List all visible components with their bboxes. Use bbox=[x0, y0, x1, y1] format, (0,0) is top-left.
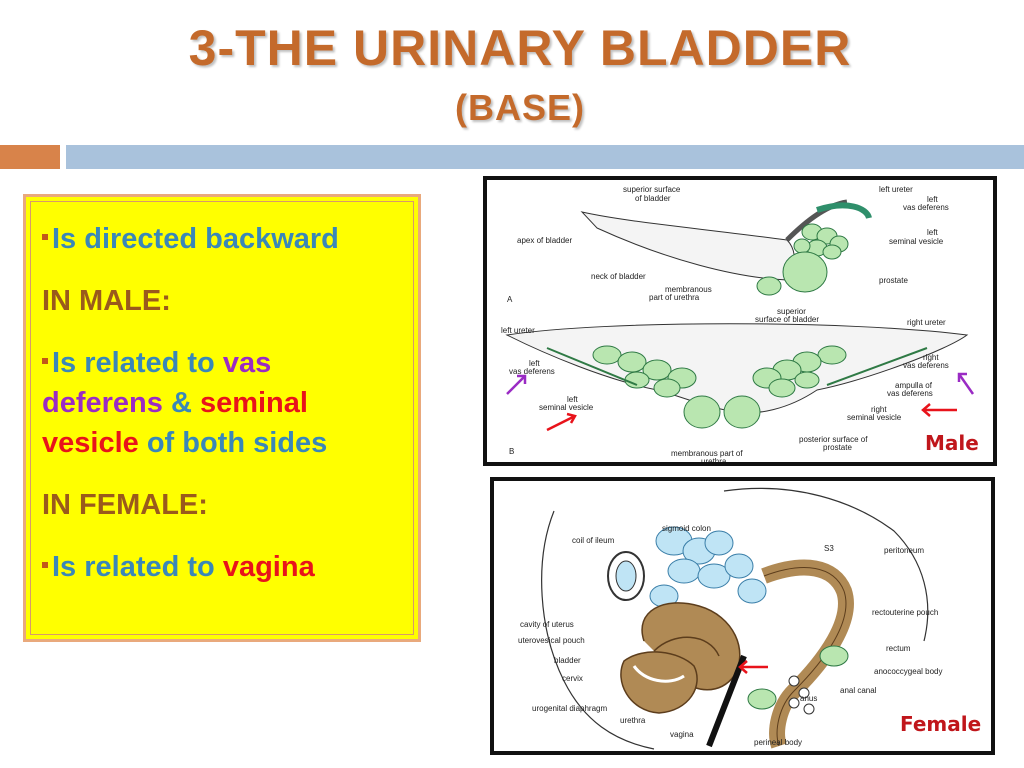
svg-text:coil of ileum: coil of ileum bbox=[572, 536, 615, 545]
svg-text:right: right bbox=[871, 405, 887, 414]
svg-text:superior: superior bbox=[777, 307, 806, 316]
bullet-icon bbox=[42, 358, 48, 365]
svg-text:S3: S3 bbox=[824, 544, 834, 553]
female-pelvis-figure: sigmoid colon coil of ileum S3 peritoneu… bbox=[490, 477, 995, 755]
svg-text:vas deferens: vas deferens bbox=[887, 389, 933, 398]
svg-text:uterovesical pouch: uterovesical pouch bbox=[518, 636, 585, 645]
svg-text:right: right bbox=[923, 353, 939, 362]
heading-in-male: IN MALE: bbox=[42, 285, 171, 317]
male-bladder-figure: superior surface of bladder left ureter … bbox=[483, 176, 997, 466]
svg-text:left: left bbox=[927, 228, 938, 237]
svg-text:urogenital diaphragm: urogenital diaphragm bbox=[532, 704, 607, 713]
red-arrow-vagina-icon bbox=[738, 660, 768, 674]
svg-text:rectouterine pouch: rectouterine pouch bbox=[872, 608, 938, 617]
svg-text:anus: anus bbox=[800, 694, 817, 703]
svg-text:prostate: prostate bbox=[879, 276, 908, 285]
accent-bar-blue bbox=[66, 145, 1024, 169]
red-arrow-right-icon bbox=[921, 403, 957, 417]
svg-text:cavity of uterus: cavity of uterus bbox=[520, 620, 574, 629]
female-diagram: sigmoid colon coil of ileum S3 peritoneu… bbox=[518, 487, 981, 750]
svg-text:part of urethra: part of urethra bbox=[649, 293, 700, 302]
svg-text:ampulla of: ampulla of bbox=[895, 381, 933, 390]
term-deferens: deferens bbox=[42, 387, 163, 419]
svg-text:seminal vesicle: seminal vesicle bbox=[539, 403, 594, 412]
svg-text:left: left bbox=[567, 395, 578, 404]
svg-text:surface of bladder: surface of bladder bbox=[755, 315, 819, 324]
bullet-icon bbox=[42, 234, 48, 241]
red-arrow-left-icon bbox=[546, 412, 577, 432]
svg-text:bladder: bladder bbox=[554, 656, 581, 665]
svg-text:of bladder: of bladder bbox=[635, 194, 671, 203]
female-caption: Female bbox=[900, 712, 981, 736]
lbl-superior-surface: superior surface bbox=[623, 185, 681, 194]
term-vagina: vagina bbox=[222, 551, 315, 583]
accent-bar-orange bbox=[0, 145, 60, 169]
svg-text:sigmoid colon: sigmoid colon bbox=[662, 524, 711, 533]
bullet-icon bbox=[42, 562, 48, 569]
svg-text:urethra: urethra bbox=[701, 457, 727, 462]
term-seminal: seminal bbox=[199, 387, 308, 419]
bullet-female-relation: Is related to vagina bbox=[42, 547, 404, 587]
heading-in-female: IN FEMALE: bbox=[42, 489, 208, 521]
svg-text:anal canal: anal canal bbox=[840, 686, 877, 695]
svg-text:membranous: membranous bbox=[665, 285, 712, 294]
svg-text:left: left bbox=[927, 195, 938, 204]
term-vas: vas bbox=[222, 347, 272, 379]
svg-text:rectum: rectum bbox=[886, 644, 911, 653]
bullet-male-relation: Is related to vas deferens & seminal ves… bbox=[42, 347, 328, 459]
svg-text:vas deferens: vas deferens bbox=[903, 203, 949, 212]
purple-arrow-right-icon bbox=[957, 372, 975, 395]
male-caption: Male bbox=[925, 431, 979, 455]
purple-arrow-left-icon bbox=[506, 374, 527, 395]
svg-text:left ureter: left ureter bbox=[501, 326, 535, 335]
term-vesicle: vesicle bbox=[42, 427, 139, 459]
svg-text:vas deferens: vas deferens bbox=[509, 367, 555, 376]
svg-text:left ureter: left ureter bbox=[879, 185, 913, 194]
svg-text:left: left bbox=[529, 359, 540, 368]
svg-text:membranous part of: membranous part of bbox=[671, 449, 743, 458]
svg-text:neck of bladder: neck of bladder bbox=[591, 272, 646, 281]
svg-text:posterior surface of: posterior surface of bbox=[799, 435, 868, 444]
svg-text:anococcygeal body: anococcygeal body bbox=[874, 667, 943, 676]
svg-text:right ureter: right ureter bbox=[907, 318, 946, 327]
svg-text:cervix: cervix bbox=[562, 674, 583, 683]
lbl-apex: apex of bladder bbox=[517, 236, 572, 245]
svg-text:seminal vesicle: seminal vesicle bbox=[889, 237, 944, 246]
slide-title: 3-THE URINARY BLADDER bbox=[188, 20, 852, 76]
male-diagram: superior surface of bladder left ureter … bbox=[501, 185, 979, 462]
svg-text:vagina: vagina bbox=[670, 730, 694, 739]
svg-text:peritoneum: peritoneum bbox=[884, 546, 924, 555]
svg-text:B: B bbox=[509, 447, 514, 456]
svg-text:urethra: urethra bbox=[620, 716, 646, 725]
svg-text:perineal body: perineal body bbox=[754, 738, 802, 747]
slide-subtitle: (BASE) bbox=[455, 87, 585, 128]
svg-text:A: A bbox=[507, 295, 513, 304]
svg-text:prostate: prostate bbox=[823, 443, 852, 452]
bullet-textbox: Is directed backward IN MALE: Is related… bbox=[23, 194, 421, 642]
svg-text:vas deferens: vas deferens bbox=[903, 361, 949, 370]
svg-text:seminal vesicle: seminal vesicle bbox=[847, 413, 902, 422]
bullet-directed-backward: Is directed backward bbox=[42, 219, 404, 259]
